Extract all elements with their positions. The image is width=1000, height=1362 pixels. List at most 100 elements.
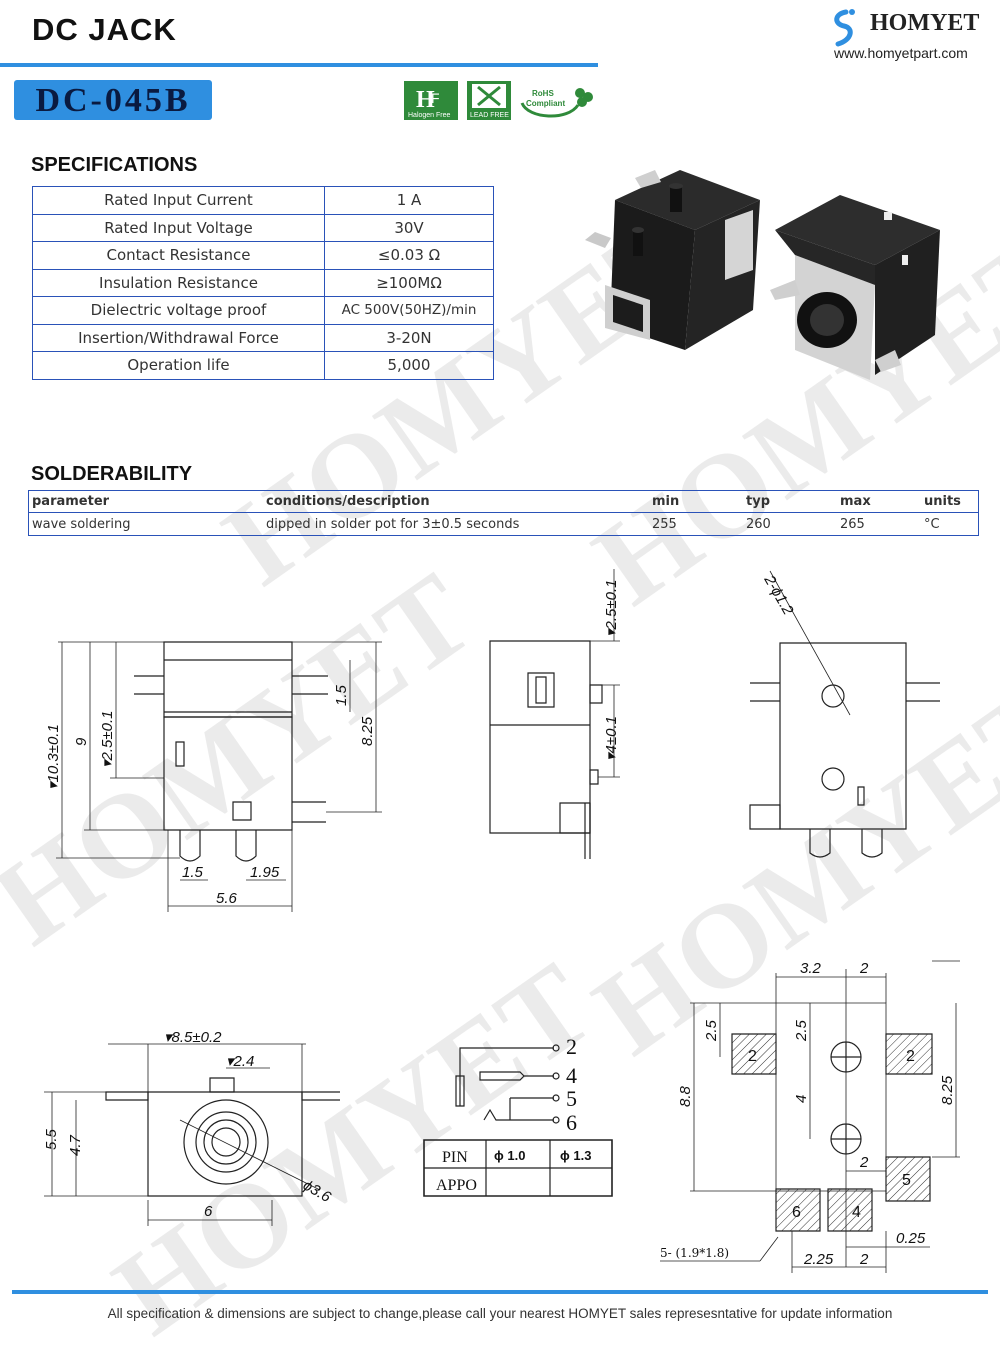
product-photo xyxy=(575,160,955,394)
spec-label: Rated Input Voltage xyxy=(32,213,325,242)
svg-text:H: H xyxy=(416,87,435,113)
column-header: typ xyxy=(743,490,837,513)
dim-label: 4 xyxy=(793,1095,810,1103)
dim-label: 3.2 xyxy=(800,960,822,977)
front-view-drawing: ▾10.3±0.1 9 ▾2.5±0.1 1.5 8.25 1.5 1.95 5… xyxy=(40,630,400,924)
pad-size-label: 5- (1.9*1.8) xyxy=(660,1246,729,1260)
pin-table-label: PIN xyxy=(442,1149,468,1166)
spec-label: Operation life xyxy=(32,351,325,380)
spec-label: Contact Resistance xyxy=(32,241,325,270)
table-header-row: parameter conditions/description min typ… xyxy=(28,490,979,513)
model-banner xyxy=(14,80,212,120)
solderability-table: parameter conditions/description min typ… xyxy=(28,490,979,536)
dim-label: 2 xyxy=(859,960,869,977)
dim-label: ▾2.5±0.1 xyxy=(603,580,620,637)
column-header: units xyxy=(921,490,979,513)
spec-value: 1 A xyxy=(324,186,494,215)
pad-number: 4 xyxy=(852,1204,861,1221)
pin-diameter: ϕ 1.0 xyxy=(494,1148,525,1163)
dim-label: 0.25 xyxy=(896,1230,926,1247)
website-link[interactable]: www.homyetpart.com xyxy=(834,45,968,61)
dim-label: 8.8 xyxy=(677,1085,694,1107)
dim-label: 5.6 xyxy=(216,890,238,907)
side-view-drawing: ▾2.5±0.1 ▾4±0.1 xyxy=(480,565,630,869)
lead-free-badge: LEAD FREE xyxy=(467,81,511,120)
end-view-drawing: ▾8.5±0.2 ▾2.4 5.5 4.7 6 ϕ3.6 xyxy=(40,1029,340,1234)
svg-text:F: F xyxy=(431,90,440,106)
dim-label: ϕ3.6 xyxy=(300,1177,334,1207)
dim-label: 1.5 xyxy=(182,864,204,881)
dim-label: 1.5 xyxy=(333,684,350,706)
dim-label: 1.95 xyxy=(250,864,280,881)
spec-value: 5,000 xyxy=(324,351,494,380)
dim-label: ▾10.3±0.1 xyxy=(45,724,62,790)
table-cell: 260 xyxy=(746,516,771,532)
spec-value: ≥100MΩ xyxy=(324,268,494,297)
dim-label: 5.5 xyxy=(43,1128,60,1150)
svg-text:Compliant: Compliant xyxy=(526,99,565,108)
pin-number: 6 xyxy=(566,1110,577,1135)
page-title: DC JACK xyxy=(32,12,177,47)
dim-label: ▾2.5±0.1 xyxy=(99,711,116,768)
table-cell: °C xyxy=(924,516,940,532)
column-header: min xyxy=(649,490,743,513)
table-cell: 255 xyxy=(652,516,677,532)
spec-value: ≤0.03 Ω xyxy=(324,241,494,270)
table-row: Insulation Resistance≥100MΩ xyxy=(32,268,494,297)
pad-number: 2 xyxy=(906,1048,915,1065)
footer-disclaimer: All specification & dimensions are subje… xyxy=(107,1306,893,1321)
brand-name: HOMYET xyxy=(870,10,980,36)
column-header: conditions/description xyxy=(263,490,649,513)
dim-label: 2 xyxy=(859,1251,869,1268)
specifications-title: SPECIFICATIONS xyxy=(31,154,198,176)
column-header: parameter xyxy=(28,490,263,513)
spec-value: 3-20N xyxy=(324,323,494,352)
spec-value: 30V xyxy=(324,213,494,242)
table-row: Contact Resistance≤0.03 Ω xyxy=(32,241,494,270)
top-view-drawing: 2-ϕ1.2 xyxy=(740,565,950,869)
spec-label: Insertion/Withdrawal Force xyxy=(32,323,325,352)
svg-text:RoHS: RoHS xyxy=(532,89,554,98)
solderability-title: SOLDERABILITY xyxy=(31,463,193,485)
dim-label: ▾2.4 xyxy=(226,1053,254,1070)
dim-label: 9 xyxy=(73,737,90,746)
table-cell: wave soldering xyxy=(32,516,131,532)
pin-diameter: ϕ 1.3 xyxy=(560,1148,591,1163)
footer-divider xyxy=(12,1290,988,1294)
model-number: DC-045B xyxy=(35,82,191,119)
pin-number: 2 xyxy=(566,1034,577,1059)
spec-label: Insulation Resistance xyxy=(32,268,325,297)
pin-number: 5 xyxy=(566,1086,577,1111)
pad-number: 2 xyxy=(748,1048,757,1065)
rohs-badge: RoHS Compliant xyxy=(518,81,594,120)
table-row: wave soldering dipped in solder pot for … xyxy=(29,513,979,536)
pad-number: 6 xyxy=(792,1204,801,1221)
dim-label: 2-ϕ1.2 xyxy=(760,572,797,619)
dim-label: 4.7 xyxy=(67,1134,84,1156)
spec-value: AC 500V(50HZ)/min xyxy=(324,296,494,325)
svg-text:Halogen Free: Halogen Free xyxy=(408,112,451,119)
pin-schematic: 2 4 5 6 PIN APPO ϕ 1.0 ϕ 1.3 xyxy=(420,1030,620,1204)
dim-label: 2.25 xyxy=(803,1251,834,1268)
pad-number: 5 xyxy=(902,1172,911,1189)
spec-label: Rated Input Current xyxy=(32,186,325,215)
pin-number: 4 xyxy=(566,1063,577,1088)
dim-label: ▾4±0.1 xyxy=(603,716,620,761)
spec-label: Dielectric voltage proof xyxy=(32,296,325,325)
dim-label: 2.5 xyxy=(793,1019,810,1042)
table-cell: 265 xyxy=(840,516,865,532)
pcb-footprint-drawing: 3.2 2 2.5 2.5 4 8.8 8.25 2 0.25 2.25 2 5… xyxy=(650,955,990,1284)
dim-label: 8.25 xyxy=(359,716,376,746)
dim-label: 8.25 xyxy=(939,1075,956,1105)
appo-table-label: APPO xyxy=(436,1177,477,1194)
title-underline xyxy=(0,63,598,67)
brand-logo-icon xyxy=(824,6,870,56)
dim-label: 6 xyxy=(204,1203,213,1220)
svg-text:LEAD FREE: LEAD FREE xyxy=(470,112,509,119)
